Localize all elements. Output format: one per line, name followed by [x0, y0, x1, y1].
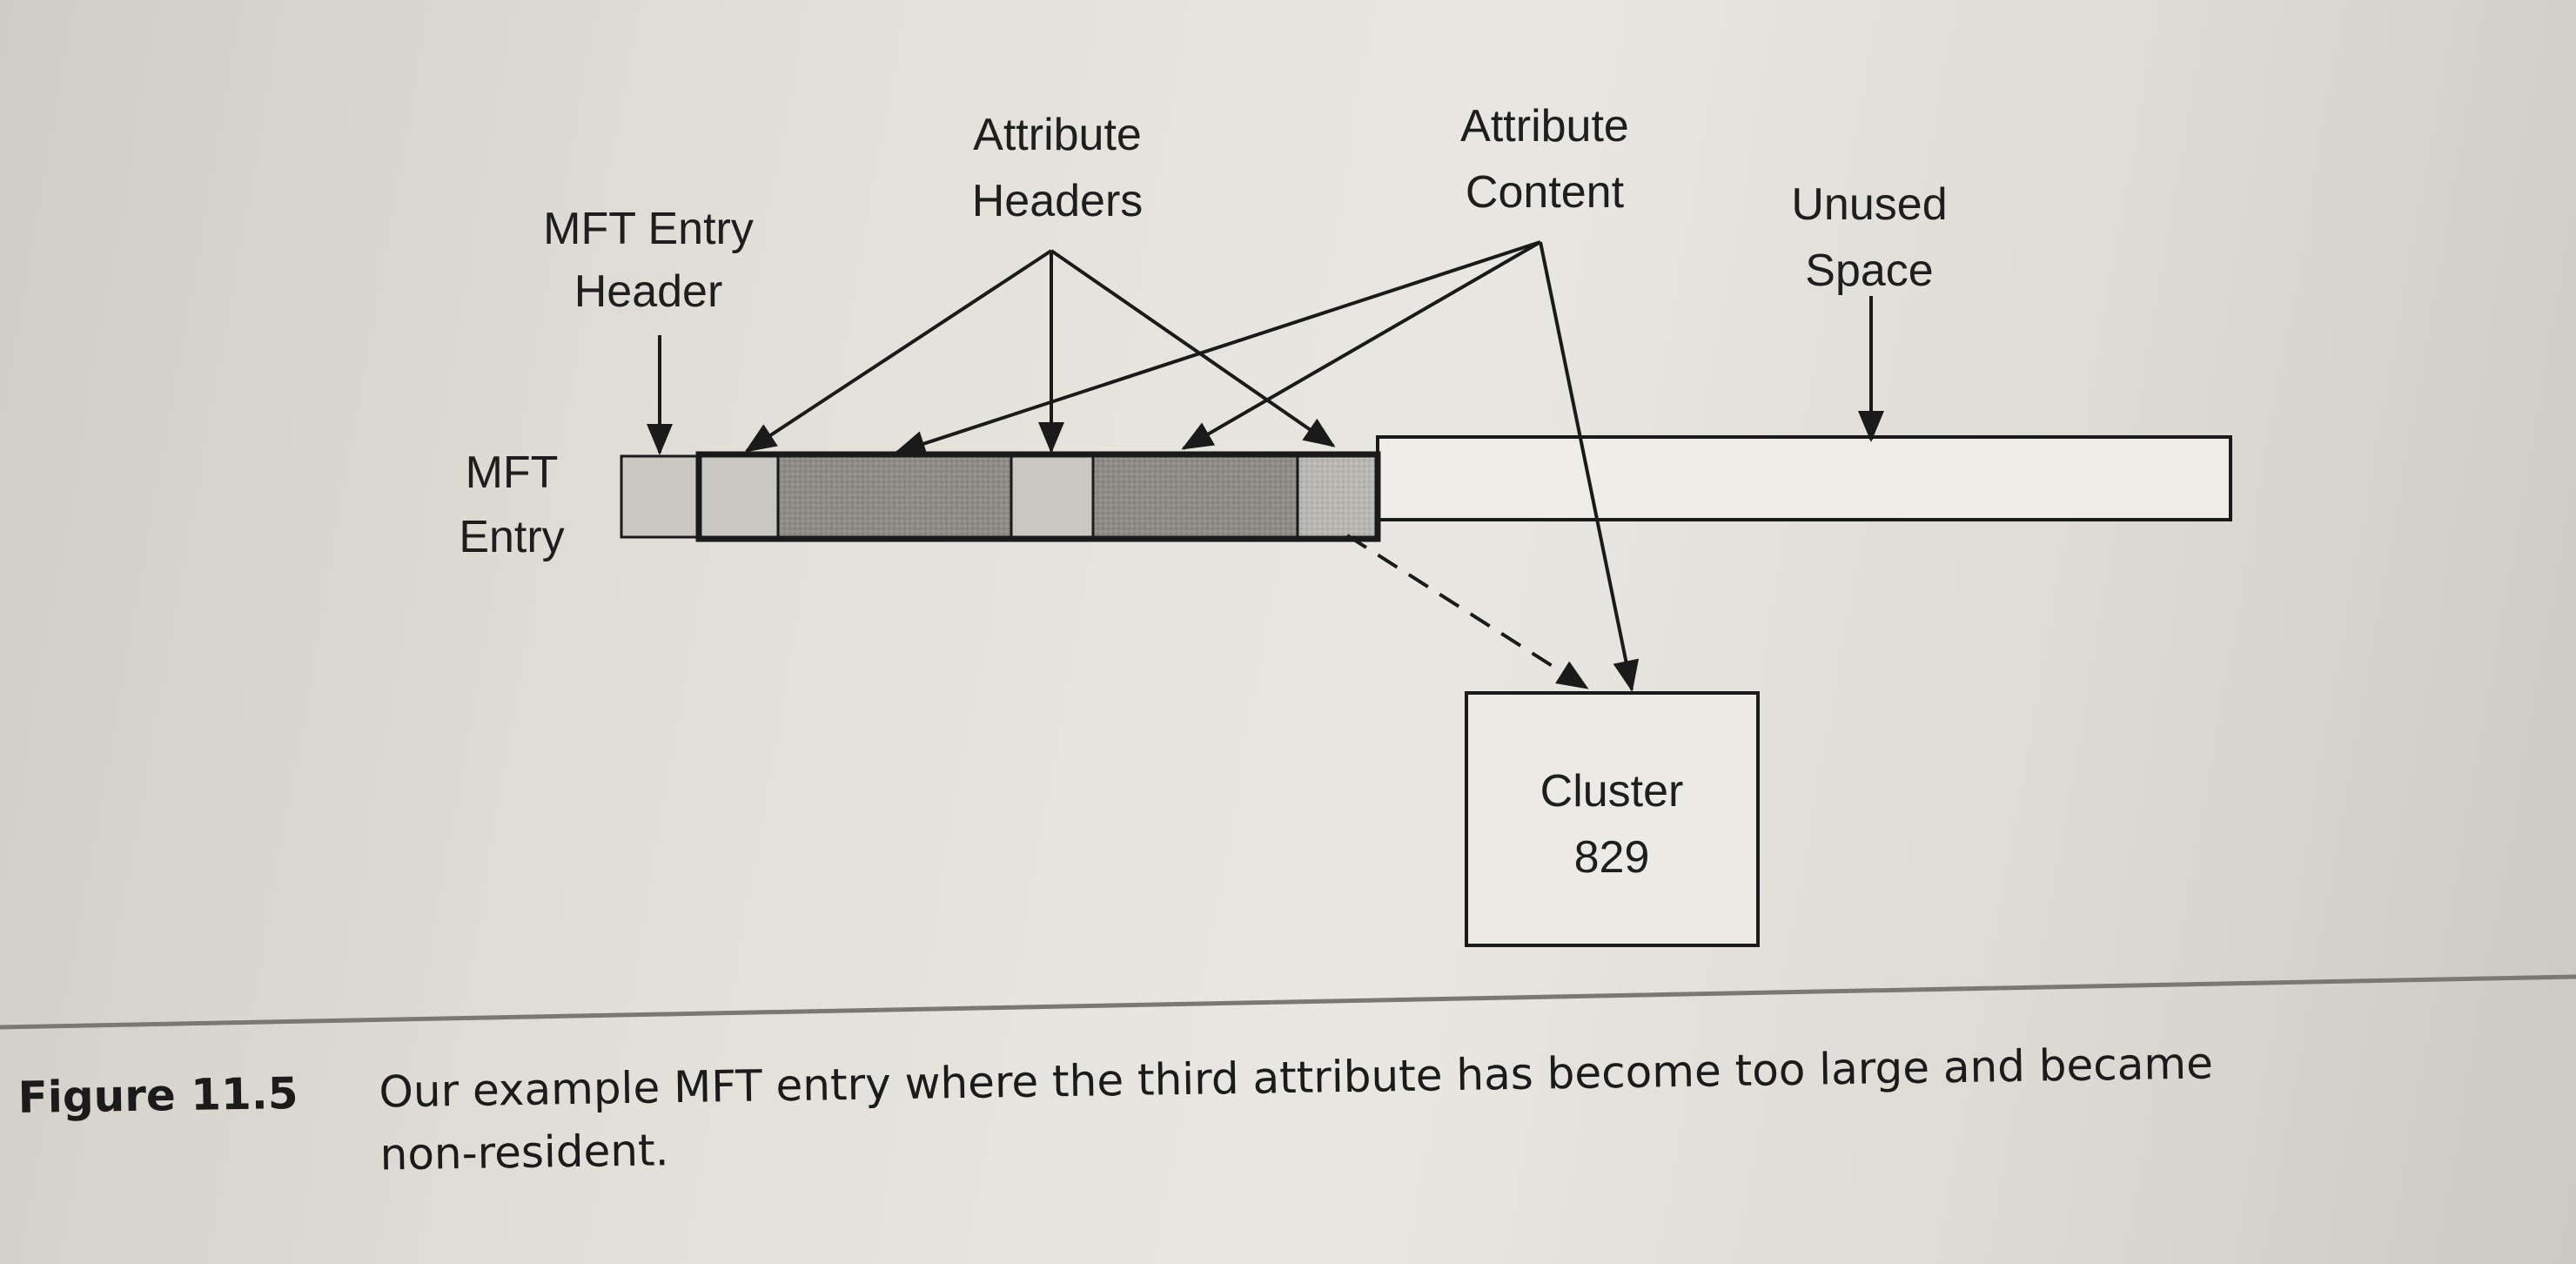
mft-entry-label: MFT Entry [459, 447, 564, 562]
attribute-headers-label-line2: Headers [972, 176, 1144, 226]
non-resident-pointer-arrow [1345, 534, 1589, 689]
attributes-outline [695, 451, 1381, 542]
caption-label: Figure 11.5 [17, 1067, 299, 1123]
cluster-box [1465, 691, 1760, 947]
attribute-content-label-line1: Attribute [1460, 101, 1629, 151]
mft-entry-header-block [620, 454, 701, 539]
attribute-content-label: Attribute Content [1460, 101, 1629, 218]
attribute-headers-label: Attribute Headers [972, 110, 1144, 226]
attribute-header-arrow-1 [744, 249, 1053, 453]
attribute-header-block-2 [1010, 454, 1095, 539]
attribute-headers-label-line1: Attribute [973, 110, 1142, 160]
mft-entry-label-line1: MFT [466, 447, 559, 498]
mft-entry-header-label-line1: MFT Entry [543, 204, 754, 254]
caption-rule [0, 974, 2576, 1030]
unused-space-region [1376, 435, 2232, 521]
attribute-header-block-1 [697, 454, 780, 539]
attribute-content-block-2 [1091, 454, 1299, 539]
cluster-label-line2: 829 [1574, 832, 1650, 883]
attribute-content-arrow-2 [1181, 240, 1542, 450]
mft-entry-header-label-line2: Header [574, 266, 723, 317]
mft-entry-header-label: MFT Entry Header [543, 204, 754, 317]
cluster-label: Cluster 829 [1540, 766, 1684, 883]
unused-space-label-line1: Unused [1791, 179, 1947, 230]
unused-space-label: Unused Space [1791, 179, 1947, 296]
attribute-header-block-3 [1296, 454, 1379, 539]
attribute-header-arrow-3 [1050, 249, 1336, 447]
attribute-content-arrow-1 [894, 240, 1541, 456]
mft-entry-bar [620, 435, 2232, 542]
cluster-label-line1: Cluster [1540, 766, 1684, 817]
unused-space-label-line2: Space [1805, 245, 1933, 296]
mft-entry-label-line2: Entry [459, 512, 564, 562]
attribute-content-arrow-cluster [1539, 241, 1640, 692]
attribute-content-label-line2: Content [1466, 167, 1625, 218]
attribute-content-block-1 [776, 454, 1013, 539]
